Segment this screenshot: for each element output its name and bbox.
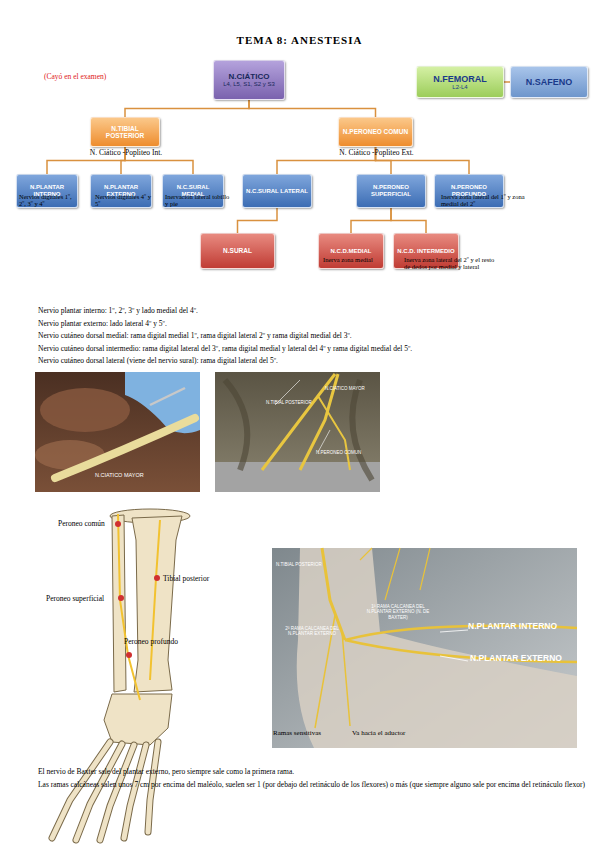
calcaneal-branch — [342, 632, 350, 726]
peroneal-nerve-line — [118, 514, 140, 700]
muscle-tissue — [40, 388, 130, 432]
note-line: Las ramas calcáneas salen unos 7 cm por … — [38, 780, 586, 789]
dissection-photo — [35, 372, 200, 492]
connector-line — [391, 208, 426, 233]
note-line: Nervio cutáneo dorsal lateral (viene del… — [38, 356, 593, 365]
part-label: 1ª RAMA CALCANEA DEL N.PLANTAR EXTERNO (… — [366, 604, 430, 620]
part-label: N.CIATICO MAYOR — [325, 386, 380, 391]
node-note: Inerva zona lateral del 1º y zona medial… — [441, 193, 541, 207]
muscle-tissue — [352, 380, 372, 480]
node-note: Inervación lateral tobillo y pie — [165, 193, 231, 207]
forceps — [150, 388, 185, 405]
part-label: N.PLANTAR INTERNO — [468, 621, 576, 631]
part-label: Peroneo común — [58, 519, 128, 528]
node-title: N.C.SURAL LATERAL — [246, 188, 308, 195]
terminal-box: N.C.D. INTERMEDIOInerva zona lateral del… — [393, 233, 459, 269]
block-point — [118, 595, 124, 601]
node-title: N.PERONEO COMUN — [343, 128, 408, 135]
block-point — [126, 652, 132, 658]
terminal-box: N.C.D.MEDIALInerva zona medial — [318, 233, 384, 269]
part-label: N.PLANTAR EXTERNO — [470, 653, 578, 663]
tibial-nerve-line — [150, 520, 160, 680]
foot-silhouette — [297, 548, 577, 748]
part-label: N.PERONEO COMUN — [316, 450, 376, 455]
foot-illustration — [272, 548, 577, 748]
leader-line — [318, 430, 330, 452]
node-note: N. Ciático -Popliteo Ext. — [324, 149, 429, 157]
node-title: N.SURAL — [223, 247, 252, 254]
block-point — [115, 521, 121, 527]
node-note: Inerva zona medial — [323, 256, 393, 263]
page-title: TEMA 8: ANESTESIA — [0, 34, 599, 46]
part-label: N.CIATICO MAYOR — [95, 472, 175, 479]
note-line: Nervio plantar interno: 1º, 2º, 3º y lad… — [38, 306, 593, 315]
connector-line — [249, 100, 376, 117]
node-note: L4, L5, S1, S2 y S3 — [223, 81, 275, 88]
part-label: Peroneo superficial — [46, 594, 126, 603]
sciatic-nerve — [55, 418, 195, 478]
branch-box: N.TIBIAL POSTERIORN. Ciático -Popliteo I… — [90, 117, 160, 147]
node-title: N.C.D.MEDIAL — [331, 248, 372, 255]
nerve-box: N.SAFENO — [510, 66, 588, 98]
node-note: L2-L4 — [452, 84, 467, 91]
node-title: N.SAFENO — [526, 77, 573, 87]
branch-box: N.PERONEO PROFUNDOInerva zona lateral de… — [434, 174, 504, 208]
dissection-photo — [215, 372, 380, 492]
branch-box: N.PLANTAR INTERNONervios digitales 1º, 2… — [16, 174, 78, 208]
branch-box: N.PLANTAR EXTERNONervios digitales 4º y … — [90, 174, 152, 208]
tibia-bone — [132, 516, 182, 692]
node-note: Nervios digitales 4º y 5º — [95, 193, 155, 207]
branch-box: N.C.SURAL LATERAL — [242, 174, 312, 208]
part-label: Tibial posterior — [163, 574, 243, 583]
muscle-tissue — [225, 380, 247, 470]
part-label: 2ª RAMA CALCANEA DEL N.PLANTAR EXTERNO — [284, 626, 340, 637]
node-title: N.TIBIAL POSTERIOR — [93, 125, 157, 140]
branch-box: N.PERONEO COMUNN. Ciático -Popliteo Ext. — [338, 117, 413, 147]
block-point — [154, 575, 160, 581]
node-title: N.PERONEO SUPERFICIAL — [359, 184, 423, 198]
node-note: Inerva zona lateral del 2º y el resto de… — [404, 256, 496, 270]
node-title: N.CIÁTICO — [229, 72, 270, 81]
leader-line — [440, 630, 468, 661]
part-label: N.TIBIAL POSTERIOR — [266, 400, 326, 405]
branch-box: N.PERONEO SUPERFICIAL — [356, 174, 426, 208]
exam-note: (Cayó en el examen) — [44, 72, 154, 81]
node-note: N. Ciático -Popliteo Int. — [76, 149, 176, 157]
connector-line — [125, 100, 249, 117]
nerve-line — [318, 396, 350, 470]
note-line: Nervio cutáneo dorsal medial: rama digit… — [38, 331, 593, 340]
part-label: Va hacia el aductor — [352, 729, 437, 737]
metatarsal-outline — [124, 745, 146, 838]
part-label: Peroneo profundo — [124, 637, 204, 646]
root-nerve-box: N.CIÁTICOL4, L5, S1, S2 y S3 — [213, 60, 285, 100]
branch-box: N.C.SURAL MEDIALInervación lateral tobil… — [162, 174, 224, 208]
connector-line — [238, 208, 278, 233]
node-note: Nervios digitales 1º, 2º, 3º y 4º — [19, 193, 79, 207]
node-title: N.FEMORAL — [433, 74, 487, 84]
metatarsal-bone — [124, 745, 146, 838]
connector-line — [351, 208, 391, 233]
note-line: Nervio plantar externo: lado lateral 4º … — [38, 319, 593, 328]
nerve-line — [360, 548, 430, 600]
part-label: Ramas sensitivas — [273, 729, 348, 737]
terminal-box: N.SURAL — [200, 233, 275, 269]
note-line: Nervio cutáneo dorsal intermedio: rama d… — [38, 344, 593, 353]
tarsal-bones — [104, 694, 172, 745]
node-title: N.C.D. INTERMEDIO — [397, 248, 454, 255]
note-line: El nervio de Baxter sale del plantar ext… — [38, 767, 593, 776]
part-label: N.TIBIAL POSTERIOR — [276, 562, 346, 567]
nerve-box: N.FEMORALL2-L4 — [416, 66, 504, 98]
